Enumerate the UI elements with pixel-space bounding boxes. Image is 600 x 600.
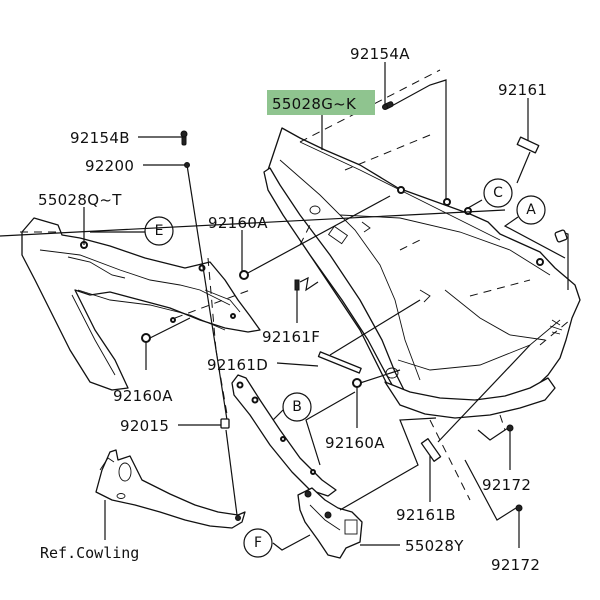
clip-right-edge <box>554 229 568 243</box>
lower-cover-piece[interactable] <box>384 377 556 419</box>
callout-E-label: E <box>155 223 164 239</box>
label-92160A-mid[interactable]: 92160A <box>325 434 385 452</box>
grommet-92160A-mid[interactable] <box>352 378 362 388</box>
clip-92161[interactable] <box>516 136 540 154</box>
screw-92154B[interactable] <box>180 130 188 146</box>
side-cover-right[interactable] <box>263 127 581 413</box>
label-92160A-left[interactable]: 92160A <box>113 387 173 405</box>
label-92200[interactable]: 92200 <box>85 157 134 175</box>
fasteners <box>141 101 568 512</box>
callout-A-label: A <box>526 202 536 218</box>
label-92172-a[interactable]: 92172 <box>482 476 531 494</box>
ref-cowling-piece[interactable] <box>95 449 246 529</box>
highlight-box <box>267 90 375 115</box>
callout-B-label: B <box>292 399 302 415</box>
strip-92161D[interactable] <box>317 351 362 374</box>
label-92154A[interactable]: 92154A <box>350 45 410 63</box>
label-92161D[interactable]: 92161D <box>207 356 268 374</box>
clip-92161F[interactable] <box>294 279 300 291</box>
label-92015[interactable]: 92015 <box>120 417 169 435</box>
inner-bracket[interactable] <box>231 374 337 497</box>
label-92161[interactable]: 92161 <box>498 81 547 99</box>
bracket-55028Y[interactable] <box>297 487 363 559</box>
label-55028G-K[interactable]: 55028G~K <box>272 95 357 113</box>
clip-92161B[interactable] <box>420 438 442 462</box>
grommet-92160A-top[interactable] <box>239 270 249 280</box>
label-92161B[interactable]: 92161B <box>396 506 456 524</box>
callout-F[interactable]: F <box>243 528 273 558</box>
label-92160A-top[interactable]: 92160A <box>208 214 268 232</box>
callout-C[interactable]: C <box>483 178 513 208</box>
label-92161F[interactable]: 92161F <box>262 328 320 346</box>
label-55028Y[interactable]: 55028Y <box>405 537 464 555</box>
label-92172-b[interactable]: 92172 <box>491 556 540 574</box>
label-92154B[interactable]: 92154B <box>70 129 130 147</box>
callout-C-label: C <box>493 185 503 201</box>
washer-92200[interactable] <box>184 162 190 168</box>
callout-A[interactable]: A <box>516 195 546 225</box>
grommet-92160A-left[interactable] <box>141 333 151 343</box>
collar-92015[interactable] <box>220 418 230 429</box>
label-ref-cowling[interactable]: Ref.Cowling <box>40 544 139 562</box>
callout-F-label: F <box>254 535 262 551</box>
callout-B[interactable]: B <box>282 392 312 422</box>
bolt-92172-a[interactable] <box>506 424 514 432</box>
label-55028Q-T[interactable]: 55028Q~T <box>38 191 122 209</box>
screw-92154A[interactable] <box>382 101 394 110</box>
bolt-92172-b[interactable] <box>515 504 523 512</box>
callout-E[interactable]: E <box>144 216 174 246</box>
